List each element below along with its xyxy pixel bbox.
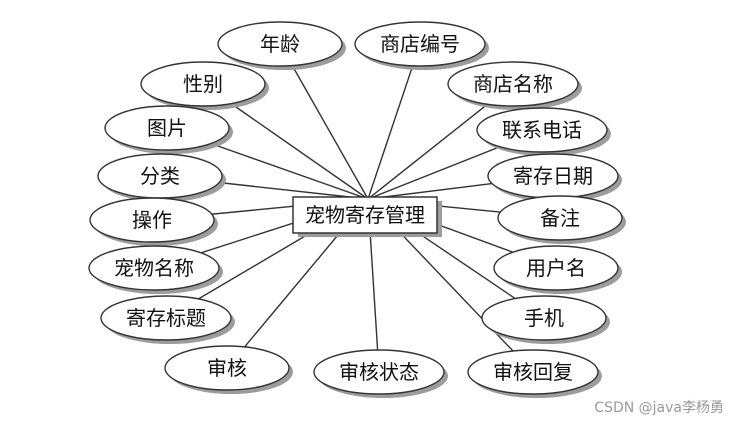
attribute-label: 寄存日期: [513, 164, 593, 188]
attribute-deposit-date: 寄存日期: [487, 153, 622, 202]
attribute-contact-phone: 联系电话: [476, 107, 611, 156]
attribute-label: 商店名称: [473, 72, 553, 96]
attribute-label: 联系电话: [502, 118, 582, 142]
attribute-ellipse: [164, 345, 290, 391]
attribute-label: 备注: [540, 206, 580, 230]
attribute-ellipse: [217, 21, 343, 67]
attribute-store-name: 商店名称: [447, 61, 582, 110]
attribute-label: 图片: [147, 116, 187, 140]
attribute-ellipse: [493, 245, 619, 291]
attribute-label: 商店编号: [380, 32, 460, 56]
attribute-ellipse: [88, 245, 220, 291]
attribute-ellipse: [140, 61, 266, 107]
attribute-label: 审核状态: [339, 360, 419, 384]
attribute-username: 用户名: [493, 245, 622, 294]
attribute-pet-name: 宠物名称: [88, 245, 223, 294]
attribute-age: 年龄: [217, 21, 346, 70]
attribute-ellipse: [313, 349, 445, 395]
entity-box: 宠物寄存管理: [292, 196, 442, 237]
attribute-ellipse: [476, 107, 608, 153]
attribute-store-id: 商店编号: [354, 21, 489, 70]
attribute-review-reply: 审核回复: [467, 349, 602, 398]
attribute-review-status: 审核状态: [313, 349, 448, 398]
attribute-ellipse: [104, 105, 230, 151]
connector-age: [279, 43, 369, 200]
watermark: CSDN @java李杨勇: [594, 400, 724, 416]
attribute-gender: 性别: [140, 61, 269, 110]
entity-label: 宠物寄存管理: [305, 203, 425, 227]
attribute-label: 审核回复: [493, 360, 573, 384]
attribute-ellipse: [467, 349, 599, 395]
attribute-label: 寄存标题: [126, 306, 206, 330]
attribute-deposit-title: 寄存标题: [100, 295, 235, 344]
attribute-remark: 备注: [497, 195, 626, 244]
attribute-image: 图片: [104, 105, 233, 154]
attribute-label: 手机: [524, 306, 564, 330]
attribute-review: 审核: [164, 345, 293, 394]
attribute-phone: 手机: [481, 295, 610, 344]
attribute-label: 性别: [183, 72, 223, 96]
attribute-label: 审核: [207, 356, 247, 380]
attribute-label: 用户名: [526, 256, 586, 280]
attribute-ellipse: [354, 21, 486, 67]
attribute-label: 年龄: [260, 32, 300, 56]
attribute-ellipse: [497, 195, 623, 241]
attribute-label: 操作: [132, 208, 172, 232]
attribute-ellipse: [481, 295, 607, 341]
connector-store-id: [367, 43, 421, 200]
attribute-ellipse: [89, 197, 215, 243]
attribute-label: 宠物名称: [114, 256, 194, 280]
attribute-operation: 操作: [89, 197, 218, 246]
attribute-label: 分类: [140, 164, 180, 188]
attribute-ellipse: [100, 295, 232, 341]
attribute-category: 分类: [97, 153, 226, 202]
attribute-ellipse: [447, 61, 579, 107]
